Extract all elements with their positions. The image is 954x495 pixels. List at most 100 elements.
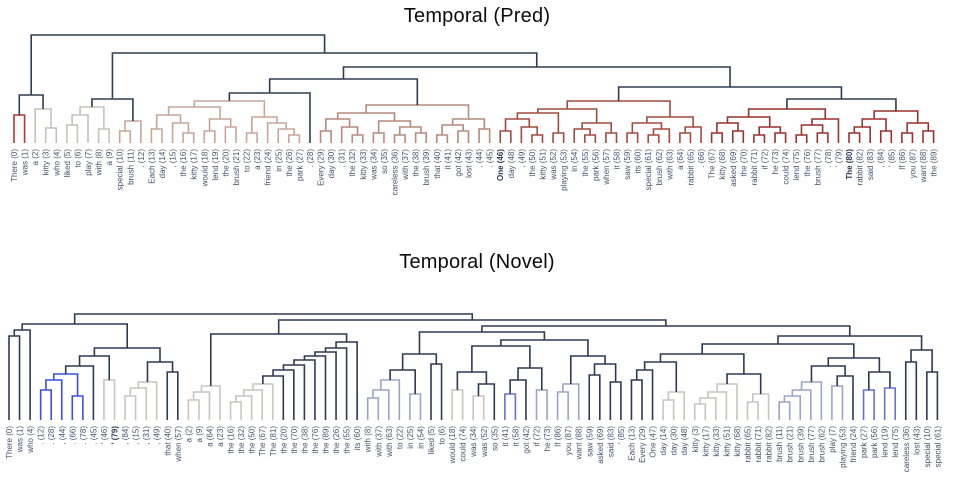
dendrogram-link (124, 120, 142, 143)
leaf-label: the (26) (285, 149, 294, 177)
dendrogram-link (605, 132, 618, 143)
dendrogram-link (45, 379, 63, 420)
dendrogram-link (242, 389, 263, 420)
leaf-label: you (87) (908, 149, 917, 179)
leaf-label: kitty (68) (718, 149, 727, 180)
leaf-label: would (18) (200, 149, 209, 188)
leaf-label: special (61) (933, 426, 942, 468)
dendrogram-link (873, 110, 919, 123)
dendrogram-link (827, 357, 881, 372)
leaf-label: . (66) (68, 426, 77, 445)
leaf-label: , (49) (517, 149, 526, 168)
leaf-label: the (20) (221, 149, 230, 177)
dendrogram-link (848, 132, 861, 143)
dendrogram-link (418, 331, 546, 354)
leaf-label: the (32) (237, 426, 246, 454)
leaf-label: rabbit (82) (856, 149, 865, 186)
leaf-label: The (80) (845, 149, 854, 180)
leaf-label: kitty (33) (712, 426, 721, 457)
leaf-label: ' (79) (111, 426, 120, 445)
leaf-label: so (35) (380, 149, 389, 174)
leaf-label: the (89) (930, 149, 939, 177)
dendrogram-link (103, 379, 116, 420)
leaf-label: special (10) (116, 149, 125, 191)
leaf-label: The (67) (708, 149, 717, 180)
leaf-label: he (73) (543, 426, 552, 452)
dendrogram-link (192, 391, 211, 420)
leaf-label: if (72) (533, 426, 542, 447)
leaf-label: day (14) (158, 149, 167, 179)
dendrogram-link (517, 367, 543, 390)
dendrogram-link (44, 127, 58, 143)
dendrogram-link (319, 130, 332, 143)
dendrogram-link (643, 361, 678, 392)
dendrogram-link (679, 132, 692, 143)
dendrogram-link (879, 130, 893, 143)
leaf-label: a (23) (253, 149, 262, 170)
dendrogram-link (39, 389, 52, 420)
leaf-label: a (9) (105, 149, 114, 166)
leaf-label: to (22) (395, 426, 404, 449)
dendrogram-link (182, 132, 195, 143)
leaf-label: was (52) (480, 426, 489, 458)
leaf-label: . (78) (79, 426, 88, 445)
leaf-label: to (6) (73, 149, 82, 168)
dendrogram-link (504, 118, 531, 131)
leaf-label: it (58) (511, 426, 520, 447)
leaf-label: Each (13) (627, 426, 636, 461)
leaf-label: the (89) (322, 426, 331, 454)
leaf-label: Every (29) (638, 426, 647, 463)
leaf-label: in (25) (274, 149, 283, 172)
dendrogram-link (562, 383, 580, 420)
leaf-label: the (16) (179, 149, 188, 177)
dendrogram-link (707, 391, 728, 420)
leaf-label: kitty (33) (359, 149, 368, 180)
dendrogram-link (124, 395, 137, 420)
dendrogram-link (667, 391, 685, 420)
dendrogram-link (251, 116, 278, 133)
leaf-label: friend (24) (264, 149, 273, 186)
dendrogram-link (436, 134, 449, 143)
leaf-label: would (18) (448, 426, 457, 465)
dendrogram-link (150, 128, 163, 143)
dendrogram-link (91, 98, 134, 121)
leaf-label: , (44) (58, 426, 67, 445)
leaf-label: play (7) (84, 149, 93, 176)
leaf-label: , (15) (169, 149, 178, 168)
leaf-label: rabbit (71) (750, 149, 759, 186)
dendrogram-link (811, 118, 840, 143)
leaf-label: Each (13) (147, 149, 156, 184)
leaf-label: got (42) (522, 426, 531, 454)
leaf-label: the (76) (311, 426, 320, 454)
leaf-label: the (38) (300, 426, 309, 454)
leaf-label: There (0) (5, 426, 14, 459)
dendrogram-link (325, 118, 351, 131)
leaf-label: One (46) (496, 149, 505, 181)
dendrogram-link (268, 78, 419, 105)
dendrogram-link (441, 124, 465, 135)
dendrogram-link (662, 399, 675, 420)
dendrogram-link (552, 132, 565, 143)
leaf-label: the (76) (803, 149, 812, 177)
leaf-label: , (44) (475, 149, 484, 168)
dendrogram-link (910, 349, 933, 372)
leaf-label: park (27) (860, 426, 869, 458)
leaf-label: playing (53) (838, 426, 847, 468)
leaf-label: to (22) (243, 149, 252, 172)
dendrogram-link (731, 130, 745, 143)
chart-title-novel: Temporal (Novel) (399, 251, 555, 273)
leaf-label: brush (11) (126, 149, 135, 185)
leaf-label: with (37) (401, 149, 410, 181)
leaf-label: day (30) (670, 426, 679, 456)
leaf-label: that (40) (433, 149, 442, 179)
leaf-label: , (84) (877, 149, 886, 168)
leaf-label: liked (5) (63, 149, 72, 178)
dendrogram-link (635, 369, 654, 420)
leaf-label: rabbit (71) (754, 426, 763, 463)
dendrogram-link (34, 108, 52, 143)
leaf-label: its (60) (353, 426, 362, 451)
leaf-label: the (70) (290, 426, 299, 454)
dendrogram-link (816, 132, 829, 143)
leaf-label: friend (24) (849, 426, 858, 463)
dendrogram-link (684, 126, 702, 143)
